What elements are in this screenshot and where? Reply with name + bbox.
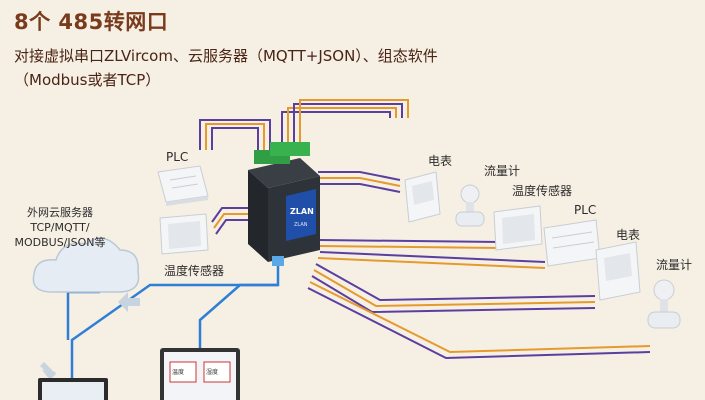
subtitle-line-2: （Modbus或者TCP） — [14, 71, 161, 89]
cloud-label-line-2: TCP/MQTT/ — [30, 221, 90, 234]
meter-device-right — [404, 171, 441, 223]
ethernet-port-icon — [272, 256, 284, 266]
flowmeter-device-1 — [455, 184, 485, 227]
meter-device-right-2 — [595, 241, 641, 301]
flowmeter-device-2 — [647, 279, 681, 329]
label-meter-1: 电表 — [428, 154, 453, 168]
monitor-panel-label-2: 湿度 — [206, 368, 218, 376]
cloud-server-label: 外网云服务器 TCP/MQTT/ MODBUS/JSON等 — [8, 205, 112, 250]
label-flowmeter-1: 流量计 — [484, 164, 521, 178]
label-temp-sensor-left: 温度传感器 — [164, 264, 225, 278]
label-temp-sensor-right: 温度传感器 — [512, 184, 573, 198]
device-model-label: ZLAN — [294, 222, 308, 228]
page-title: 8个 485转网口 — [14, 10, 169, 34]
temp-sensor-right — [493, 205, 543, 251]
label-plc-left: PLC — [166, 150, 189, 164]
label-plc-right: PLC — [574, 203, 597, 217]
terminal-block-green-rear — [270, 142, 310, 156]
monitor-laptop-icon: 温度 湿度 — [160, 348, 240, 400]
monitor-panel-label-1: 温度 — [172, 368, 184, 376]
transfer-arrows-icon — [40, 292, 140, 380]
label-meter-2: 电表 — [616, 228, 641, 242]
page-subtitle: 对接虚拟串口ZLVircom、云服务器（MQTT+JSON）、组态软件 （Mod… — [14, 44, 614, 92]
cloud-server-icon — [32, 237, 140, 293]
cloud-label-line-3: MODBUS/JSON等 — [14, 236, 106, 249]
rs485-wires-left-temp — [211, 207, 248, 235]
subtitle-line-1: 对接虚拟串口ZLVircom、云服务器（MQTT+JSON）、组态软件 — [14, 47, 438, 65]
label-flowmeter-2: 流量计 — [656, 258, 693, 272]
plc-device-left — [157, 165, 209, 206]
laptop-icon — [38, 378, 108, 400]
cloud-label-line-1: 外网云服务器 — [27, 206, 93, 219]
temp-sensor-left — [159, 213, 209, 255]
plc-device-right — [543, 219, 601, 267]
rs485-wires-right-meter — [318, 171, 401, 193]
rs485-wires-right-bottom — [307, 239, 651, 360]
rs485-wires-top-right — [281, 99, 409, 150]
device-brand-label: ZLAN — [290, 207, 314, 216]
serial-server-device: ZLAN ZLAN — [248, 142, 320, 266]
rs485-wires-left-top — [199, 119, 271, 160]
